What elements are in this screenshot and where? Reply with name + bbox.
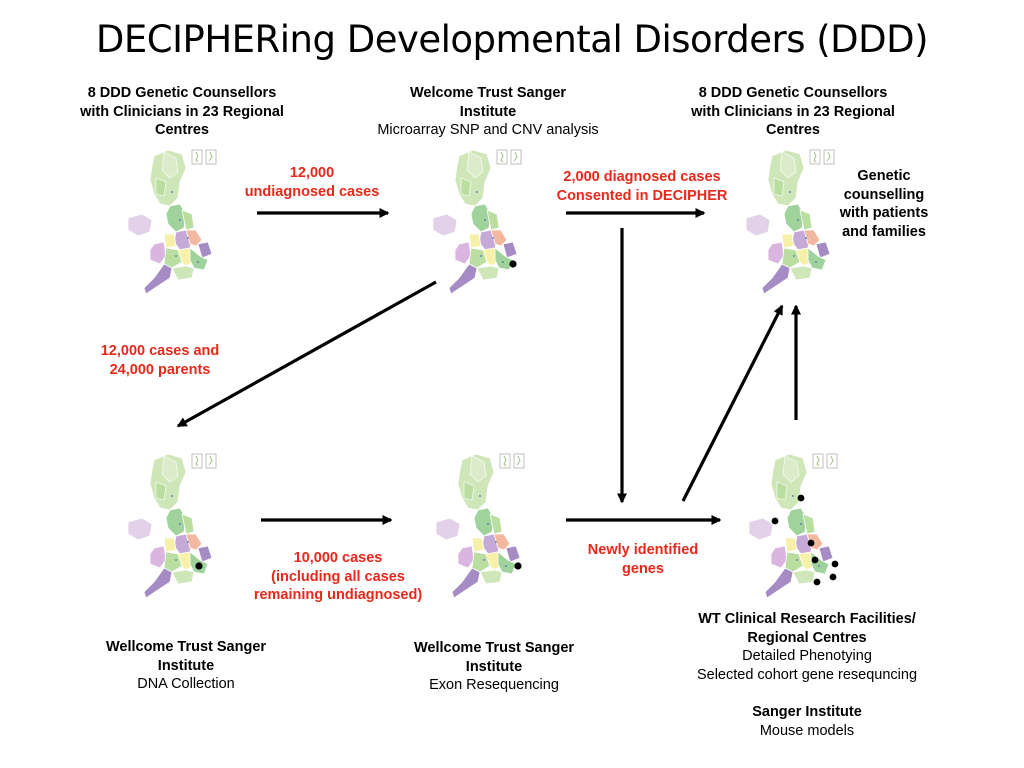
label-line: 12,000 cases and <box>100 343 220 359</box>
label-line: Institute <box>157 657 215 674</box>
label-line: Institute <box>465 658 523 675</box>
label-line: Regional Centres <box>747 629 867 646</box>
slide-title: DECIPHERing Developmental Disorders (DDD… <box>95 18 929 61</box>
label-line: remaining undiagnosed) <box>253 587 423 603</box>
label-line: Consented in DECIPHER <box>556 187 728 204</box>
label-line: Detailed Phenotying <box>742 648 872 664</box>
label-line: 24,000 parents <box>109 361 211 378</box>
label-line: 8 DDD Genetic Counsellors <box>87 85 277 101</box>
label-line: and families <box>842 223 926 240</box>
location-dot <box>797 494 805 502</box>
location-dot <box>811 556 819 564</box>
uk-map-bottom-left <box>127 453 217 599</box>
label-line: Exon Resequencing <box>429 677 559 693</box>
location-dot <box>509 260 517 268</box>
label-line: Mouse models <box>759 722 855 739</box>
label-line: with Clinicians in 23 Regional <box>80 103 284 120</box>
label-line: 12,000 <box>289 165 335 181</box>
uk-map-top-left <box>127 149 217 295</box>
label-line: Centres <box>155 122 209 138</box>
node-label-genetic-counselling: Genetic counselling with patients and fa… <box>826 167 942 241</box>
location-dot <box>829 573 837 581</box>
label-line: DNA Collection <box>137 676 235 692</box>
label-line: Centres <box>766 122 820 138</box>
arrow-sanger-to-dna-collection <box>176 280 437 428</box>
uk-map-top-right <box>745 149 835 295</box>
edge-label-remaining: 10,000 cases (including all cases remain… <box>238 549 438 605</box>
label-line: 8 DDD Genetic Counsellors <box>698 85 888 101</box>
node-label-bottom-right: WT Clinical Research Facilities/ Regiona… <box>672 610 942 684</box>
label-line: Wellcome Trust Sanger <box>105 639 267 655</box>
label-line: genes <box>622 560 664 577</box>
location-dot <box>514 562 522 570</box>
node-label-bottom-middle: Wellcome Trust Sanger Institute Exon Res… <box>380 639 608 695</box>
label-line: with Clinicians in 23 Regional <box>691 103 895 120</box>
label-line: Welcome Trust Sanger <box>409 85 567 101</box>
node-label-top-right: 8 DDD Genetic Counsellors with Clinician… <box>672 84 914 140</box>
label-line: Wellcome Trust Sanger <box>413 640 575 656</box>
label-line: 10,000 cases <box>293 550 383 566</box>
node-label-sanger-mouse: Sanger Institute Mouse models <box>700 703 914 740</box>
label-line: Genetic <box>857 168 911 184</box>
uk-map-top-middle <box>432 149 522 295</box>
label-line: counselling <box>843 186 925 203</box>
label-line: undiagnosed cases <box>244 183 380 200</box>
location-dot <box>807 539 815 547</box>
node-label-top-middle: Welcome Trust Sanger Institute Microarra… <box>358 84 618 140</box>
edge-label-diagnosed: 2,000 diagnosed cases Consented in DECIP… <box>536 168 748 205</box>
uk-map-bottom-right <box>748 453 838 599</box>
label-line: (including all cases <box>271 568 405 585</box>
edge-label-new-genes: Newly identified genes <box>570 541 716 578</box>
label-line: Institute <box>459 103 517 120</box>
location-dot <box>831 560 839 568</box>
label-line: Microarray SNP and CNV analysis <box>377 122 599 138</box>
label-line: WT Clinical Research Facilities/ <box>698 611 916 627</box>
edge-label-cases-parents: 12,000 cases and 24,000 parents <box>80 342 240 379</box>
uk-map-bottom-middle <box>435 453 525 599</box>
location-dot <box>195 562 203 570</box>
arrow-genes-to-counselling <box>681 304 784 502</box>
label-line: with patients <box>839 205 929 221</box>
edge-label-undiagnosed: 12,000 undiagnosed cases <box>226 164 398 201</box>
label-line: Newly identified <box>587 542 699 558</box>
location-dot <box>771 517 779 525</box>
label-line: Sanger Institute <box>752 704 862 720</box>
location-dot <box>813 578 821 586</box>
node-label-top-left: 8 DDD Genetic Counsellors with Clinician… <box>62 84 302 140</box>
label-line: 2,000 diagnosed cases <box>563 169 721 185</box>
label-line: Selected cohort gene resequncing <box>696 666 918 683</box>
node-label-bottom-left: Wellcome Trust Sanger Institute DNA Coll… <box>72 638 300 694</box>
